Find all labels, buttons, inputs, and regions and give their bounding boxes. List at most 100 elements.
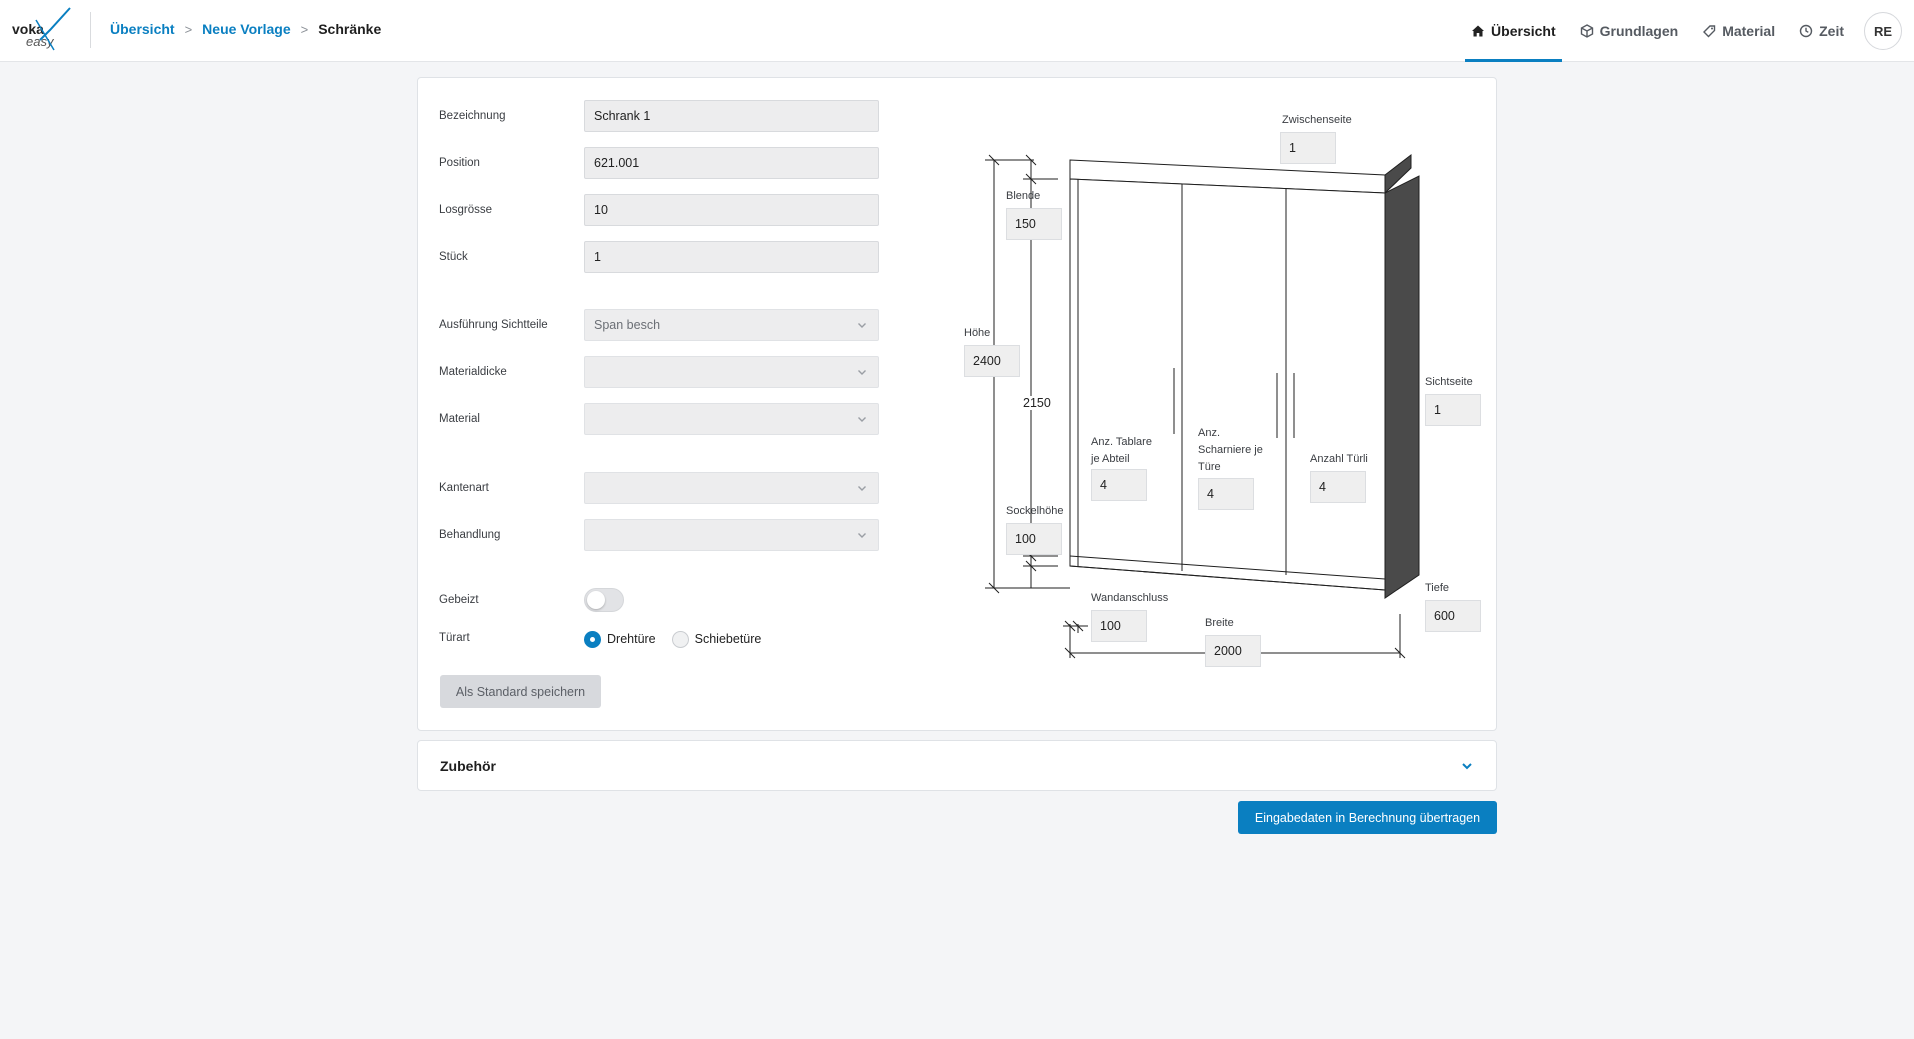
label-sockelhoehe: Sockelhöhe (1006, 505, 1064, 517)
breadcrumb: Übersicht > Neue Vorlage > Schränke (110, 21, 381, 37)
row-tuerart: Türart Drehtüre Schiebetüre (439, 623, 879, 655)
label-materialdicke: Materialdicke (439, 366, 507, 378)
label-scharniere: Anz. Scharniere je Türe (1198, 427, 1263, 473)
label-tuerli: Anzahl Türli (1310, 453, 1368, 465)
cabinet-form-card: Bezeichnung Schrank 1 Position 621.001 L… (417, 77, 1497, 731)
cabinet-drawing (985, 153, 1420, 659)
blende-input[interactable]: 150 (1006, 208, 1062, 240)
gebeizt-toggle[interactable] (584, 588, 624, 612)
save-default-button[interactable]: Als Standard speichern (440, 675, 601, 708)
label-ausfuehrung: Ausführung Sichtteile (439, 319, 548, 331)
radio-label: Schiebetüre (694, 632, 762, 646)
label-zwischenseite: Zwischenseite (1282, 114, 1352, 126)
row-kantenart: Kantenart (439, 472, 879, 504)
accordion-title: Zubehör (440, 757, 496, 774)
breadcrumb-chevron-icon: > (300, 21, 309, 37)
sichtseite-input[interactable]: 1 (1425, 394, 1481, 426)
row-bezeichnung: Bezeichnung Schrank 1 (439, 100, 879, 132)
label-blende: Blende (1006, 190, 1041, 202)
label-behandlung: Behandlung (439, 529, 501, 541)
row-ausfuehrung: Ausführung Sichtteile Span besch (439, 309, 879, 341)
chevron-down-icon (858, 323, 866, 328)
nav-label: Zeit (1819, 23, 1844, 39)
label-kantenart: Kantenart (439, 482, 489, 494)
losgroesse-input[interactable]: 10 (584, 194, 879, 226)
sockelhoehe-input[interactable]: 100 (1006, 523, 1062, 555)
tablare-input[interactable]: 4 (1091, 469, 1147, 501)
ausfuehrung-select[interactable]: Span besch (584, 309, 879, 341)
cube-icon (1580, 24, 1593, 38)
chevron-down-icon (858, 370, 866, 375)
radio-schiebetuere[interactable]: Schiebetüre (671, 630, 762, 648)
clock-icon (1799, 24, 1813, 38)
radio-dot (584, 630, 601, 648)
position-input[interactable]: 621.001 (584, 147, 879, 179)
stueck-input[interactable]: 1 (584, 241, 879, 273)
hoehe-input[interactable]: 2400 (964, 345, 1020, 377)
toggle-knob (587, 591, 605, 609)
label-gebeizt: Gebeizt (439, 594, 479, 606)
home-icon (1472, 25, 1485, 37)
breite-input[interactable]: 2000 (1205, 635, 1261, 667)
chevron-down-icon (858, 417, 866, 422)
bezeichnung-input[interactable]: Schrank 1 (584, 100, 879, 132)
behandlung-select[interactable] (584, 519, 879, 551)
label-losgroesse: Losgrösse (439, 204, 493, 216)
breadcrumb-new-template[interactable]: Neue Vorlage (202, 21, 291, 37)
row-behandlung: Behandlung (439, 519, 879, 551)
row-losgroesse: Losgrösse 10 (439, 194, 879, 226)
radio-drehtuere[interactable]: Drehtüre (584, 630, 656, 648)
top-bar: voka easy Übersicht > Neue Vorlage > Sch… (0, 0, 1914, 62)
tiefe-input[interactable]: 600 (1425, 600, 1481, 632)
row-gebeizt: Gebeizt (439, 584, 879, 616)
label-wandanschluss: Wandanschluss (1091, 592, 1169, 604)
label-breite: Breite (1205, 617, 1234, 629)
nav-material[interactable]: Material (1696, 0, 1781, 62)
wandanschluss-input[interactable]: 100 (1091, 610, 1147, 642)
label-position: Position (439, 157, 480, 169)
label-tiefe: Tiefe (1425, 582, 1450, 594)
chevron-down-icon (1462, 762, 1472, 769)
label-tablare: Anz. Tablare je Abteil (1091, 436, 1152, 465)
materialdicke-select[interactable] (584, 356, 879, 388)
zubehoer-accordion[interactable]: Zubehör (417, 740, 1497, 791)
svg-text:easy: easy (26, 34, 55, 49)
radio-label: Drehtüre (607, 632, 656, 646)
breadcrumb-overview[interactable]: Übersicht (110, 21, 175, 37)
chevron-down-icon (858, 486, 866, 491)
nav-label: Übersicht (1491, 23, 1556, 39)
main-nav: Übersicht Grundlagen Material Zeit RE (1459, 0, 1914, 62)
row-position: Position 621.001 (439, 147, 879, 179)
nav-label: Grundlagen (1599, 23, 1679, 39)
header-divider (90, 12, 91, 48)
row-stueck: Stück 1 (439, 241, 879, 273)
svg-text:voka: voka (12, 21, 44, 37)
submit-to-calculation-button[interactable]: Eingabedaten in Berechnung übertragen (1238, 801, 1497, 834)
select-value: Span besch (594, 318, 661, 332)
label-bezeichnung: Bezeichnung (439, 110, 506, 122)
radio-dot (671, 630, 689, 648)
scharniere-input[interactable]: 4 (1198, 478, 1254, 510)
user-avatar[interactable]: RE (1864, 12, 1902, 50)
tuerli-input[interactable]: 4 (1310, 471, 1366, 503)
zwischenseite-input[interactable]: 1 (1280, 132, 1336, 164)
breadcrumb-current: Schränke (318, 21, 382, 37)
tuerart-radio-group: Drehtüre Schiebetüre (584, 630, 777, 648)
chevron-down-icon (858, 533, 866, 538)
inner-height-value: 2150 (1021, 396, 1053, 410)
tag-icon (1703, 25, 1716, 38)
label-sichtseite: Sichtseite (1425, 376, 1473, 388)
label-hoehe: Höhe (964, 327, 991, 339)
nav-grundlagen[interactable]: Grundlagen (1574, 0, 1685, 62)
row-materialdicke: Materialdicke (439, 356, 879, 388)
nav-ubersicht[interactable]: Übersicht (1465, 0, 1562, 62)
row-material: Material (439, 403, 879, 435)
label-stueck: Stück (439, 251, 468, 263)
nav-label: Material (1722, 23, 1776, 39)
logo[interactable]: voka easy (10, 6, 74, 52)
label-material: Material (439, 413, 480, 425)
nav-zeit[interactable]: Zeit (1793, 0, 1850, 62)
kantenart-select[interactable] (584, 472, 879, 504)
breadcrumb-chevron-icon: > (184, 21, 193, 37)
material-select[interactable] (584, 403, 879, 435)
